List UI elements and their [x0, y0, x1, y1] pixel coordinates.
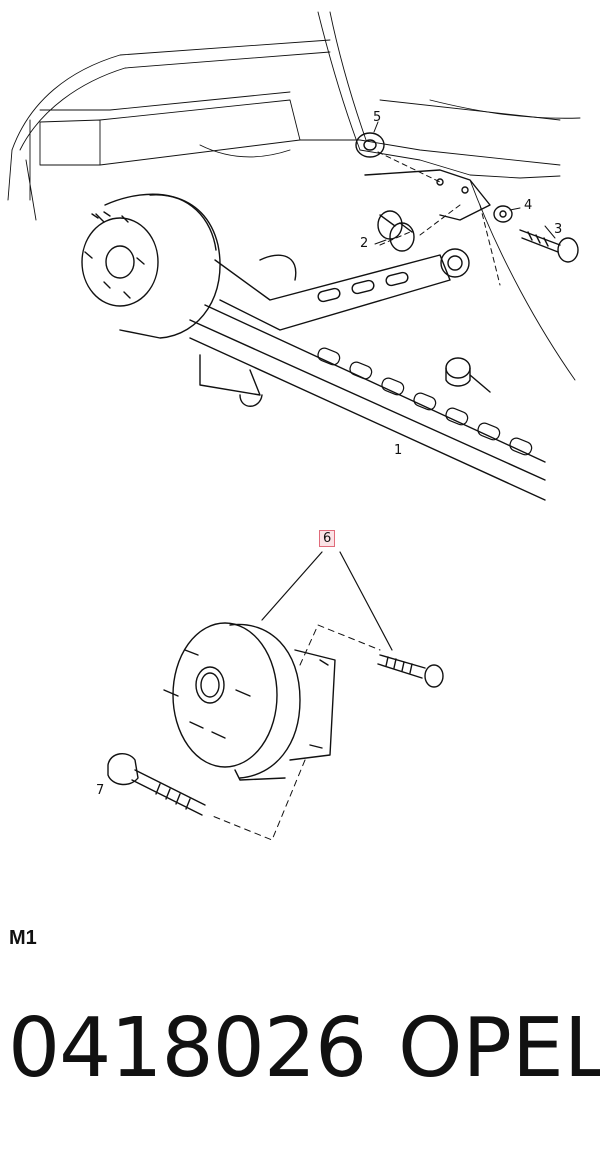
callout-part-5: 5	[373, 110, 382, 125]
callout-leaders-upper	[373, 121, 556, 245]
brake-drum	[81, 193, 221, 339]
callout-part-7: 7	[96, 783, 105, 798]
wheel-hub	[163, 622, 336, 781]
mounting-bracket	[364, 169, 491, 221]
rear-axle-beam	[189, 304, 546, 501]
callout-6-leaders	[261, 551, 393, 651]
brand-name: OPEL	[398, 1001, 600, 1096]
document-number: 0418026	[8, 1001, 367, 1096]
vehicle-body-outline	[7, 11, 581, 381]
bolt-upper	[519, 229, 579, 263]
parts-exploded-diagram	[7, 11, 581, 841]
long-bolt	[107, 753, 206, 816]
washer	[493, 205, 513, 223]
flange-nut	[355, 132, 385, 158]
dashed-guides	[377, 151, 501, 286]
axle-bushing	[445, 357, 491, 393]
callout-part-1: 1	[394, 443, 403, 458]
callout-part-2: 2	[360, 236, 369, 251]
dashed-guides-lower	[209, 624, 381, 841]
callout-part-6: 6	[319, 530, 336, 547]
callout-part-3: 3	[554, 222, 563, 237]
model-code: M1	[9, 927, 37, 949]
hub-bolt	[377, 654, 444, 688]
callout-part-4: 4	[524, 198, 533, 213]
rubber-bushing	[377, 210, 415, 252]
trailing-arm	[214, 248, 470, 331]
